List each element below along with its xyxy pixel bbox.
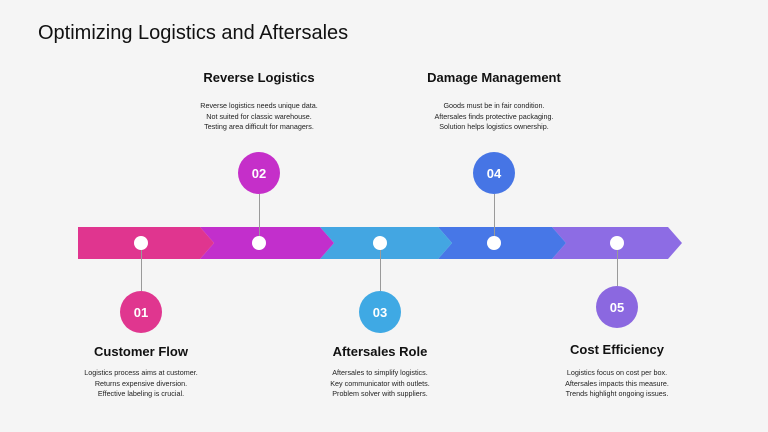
description-line: Trends highlight ongoing issues.	[565, 389, 669, 398]
connector-line-4	[493, 194, 495, 243]
stage-heading-1: Customer Flow	[94, 344, 188, 359]
description-line: Aftersales finds protective packaging.	[434, 111, 554, 121]
connector-line-2	[258, 194, 260, 243]
arrow-segment-4	[438, 227, 566, 259]
arrow-segment-2	[200, 227, 334, 259]
step-badge-04: 04	[473, 152, 515, 194]
stage-description-2: Reverse logistics needs unique data.Not …	[159, 101, 359, 133]
timeline-dot-3	[373, 236, 387, 250]
description-line: Goods must be in fair condition.	[443, 101, 545, 110]
description-line: Effective labeling is crucial.	[97, 389, 185, 398]
description-line: Testing area difficult for managers.	[204, 122, 314, 131]
description-line: Aftersales to simplify logistics.	[332, 368, 428, 377]
timeline-dot-4	[487, 236, 501, 250]
step-badge-05: 05	[596, 286, 638, 328]
stage-heading-5: Cost Efficiency	[570, 342, 664, 357]
stage-description-3: Aftersales to simplify logistics.Key com…	[280, 368, 480, 400]
description-line: Returns expensive diversion.	[94, 378, 188, 388]
stage-heading-3: Aftersales Role	[332, 344, 428, 359]
description-line: Logistics process aims at customer.	[84, 368, 198, 377]
description-line: Aftersales impacts this measure.	[565, 378, 669, 388]
stage-heading-4: Damage Management	[427, 70, 561, 85]
stage-heading-2: Reverse Logistics	[203, 70, 315, 85]
connector-line-1	[140, 243, 142, 291]
description-line: Not suited for classic warehouse.	[206, 111, 312, 121]
timeline-dot-1	[134, 236, 148, 250]
step-badge-01: 01	[120, 291, 162, 333]
step-badge-02: 02	[238, 152, 280, 194]
description-line: Reverse logistics needs unique data.	[200, 101, 318, 110]
slide-title: Optimizing Logistics and Aftersales	[38, 22, 349, 44]
connector-line-3	[379, 243, 381, 291]
timeline-dot-2	[252, 236, 266, 250]
connector-line-5	[616, 243, 618, 286]
description-line: Problem solver with suppliers.	[332, 389, 428, 398]
description-line: Key communicator with outlets.	[330, 378, 430, 388]
stage-description-1: Logistics process aims at customer.Retur…	[41, 368, 241, 400]
stage-description-5: Logistics focus on cost per box.Aftersal…	[517, 368, 717, 400]
timeline-dot-5	[610, 236, 624, 250]
description-line: Solution helps logistics ownership.	[439, 122, 549, 131]
description-line: Logistics focus on cost per box.	[566, 368, 668, 377]
step-badge-03: 03	[359, 291, 401, 333]
stage-description-4: Goods must be in fair condition.Aftersal…	[394, 101, 594, 133]
